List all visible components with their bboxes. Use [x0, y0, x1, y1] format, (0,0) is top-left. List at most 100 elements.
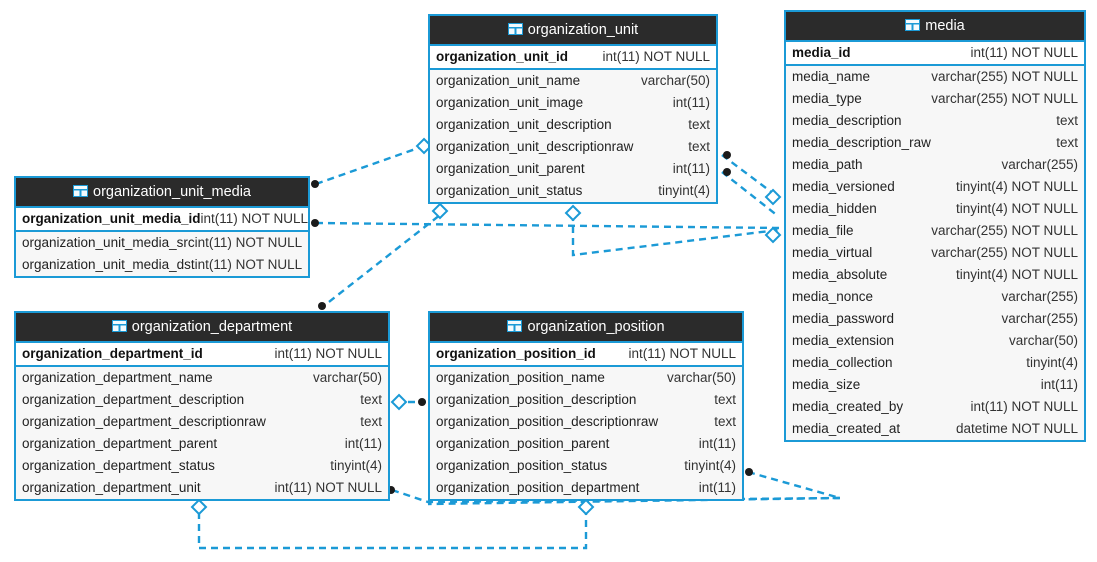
- edge-unitmedia-media: [315, 221, 781, 230]
- primary-key-type: int(11) NOT NULL: [970, 45, 1078, 60]
- field-row[interactable]: media_created_by int(11) NOT NULL: [786, 396, 1084, 418]
- field-name: media_created_at: [792, 421, 901, 436]
- field-type: int(11) NOT NULL: [274, 480, 382, 495]
- table-organization_department[interactable]: organization_department organization_depa…: [14, 311, 390, 501]
- table-header-organization_department[interactable]: organization_department: [16, 313, 388, 341]
- field-name: organization_department_name: [22, 370, 213, 385]
- table-title: organization_unit: [527, 22, 639, 39]
- edge-unit-media-c: [571, 214, 779, 257]
- primary-key-type: int(11) NOT NULL: [602, 49, 710, 64]
- table-title: organization_unit_media: [93, 184, 251, 201]
- field-type: varchar(255): [1001, 289, 1078, 304]
- field-name: organization_department_description: [22, 392, 245, 407]
- field-type: int(11) NOT NULL: [194, 235, 303, 250]
- field-row[interactable]: organization_position_parent int(11): [430, 433, 742, 455]
- field-name: organization_unit_parent: [436, 161, 585, 176]
- field-row[interactable]: media_size int(11): [786, 374, 1084, 396]
- field-type: varchar(255) NOT NULL: [931, 91, 1078, 106]
- field-type: tinyint(4): [1026, 355, 1078, 370]
- field-row[interactable]: organization_unit_name varchar(50): [430, 70, 716, 92]
- field-name: organization_unit_descriptionraw: [436, 139, 634, 154]
- table-header-media[interactable]: media: [786, 12, 1084, 40]
- table-organization_unit_media[interactable]: organization_unit_media organization_unit…: [14, 176, 310, 278]
- field-type: int(11): [698, 480, 736, 495]
- field-type: int(11): [1040, 377, 1078, 392]
- field-name: organization_unit_name: [436, 73, 581, 88]
- field-name: media_file: [792, 223, 854, 238]
- field-name: media_created_by: [792, 399, 904, 414]
- field-name: media_path: [792, 157, 863, 172]
- field-row[interactable]: organization_position_descriptionraw text: [430, 411, 742, 433]
- field-name: organization_position_descriptionraw: [436, 414, 659, 429]
- table-grid-icon: [905, 19, 921, 31]
- table-title: organization_department: [131, 319, 293, 336]
- field-row[interactable]: media_file varchar(255) NOT NULL: [786, 220, 1084, 242]
- field-type: int(11) NOT NULL: [194, 257, 303, 272]
- field-name: organization_unit_media_dst: [22, 257, 195, 272]
- field-name: media_password: [792, 311, 895, 326]
- field-row[interactable]: media_type varchar(255) NOT NULL: [786, 88, 1084, 110]
- table-header-organization_unit_media[interactable]: organization_unit_media: [16, 178, 308, 206]
- table-organization_position[interactable]: organization_position organization_positi…: [428, 311, 744, 501]
- field-type: varchar(255) NOT NULL: [931, 223, 1078, 238]
- field-type: int(11): [698, 436, 736, 451]
- field-name: media_type: [792, 91, 862, 106]
- field-type: text: [714, 392, 736, 407]
- field-type: varchar(50): [640, 73, 710, 88]
- field-name: media_size: [792, 377, 861, 392]
- field-type: int(11) NOT NULL: [970, 399, 1078, 414]
- field-name: organization_position_parent: [436, 436, 610, 451]
- table-title: organization_position: [527, 319, 665, 336]
- field-type: varchar(255) NOT NULL: [931, 245, 1078, 260]
- field-name: organization_position_department: [436, 480, 640, 495]
- field-name: media_absolute: [792, 267, 888, 282]
- field-row[interactable]: organization_unit_descriptionraw text: [430, 136, 716, 158]
- field-type: varchar(50): [666, 370, 736, 385]
- field-row[interactable]: organization_position_department int(11): [430, 477, 742, 499]
- table-header-organization_unit[interactable]: organization_unit: [430, 16, 716, 44]
- field-type: text: [1056, 113, 1078, 128]
- table-header-organization_position[interactable]: organization_position: [430, 313, 742, 341]
- primary-key-type: int(11) NOT NULL: [274, 346, 382, 361]
- field-type: tinyint(4): [658, 183, 710, 198]
- field-name: media_description_raw: [792, 135, 931, 150]
- field-type: text: [688, 139, 710, 154]
- field-type: text: [714, 414, 736, 429]
